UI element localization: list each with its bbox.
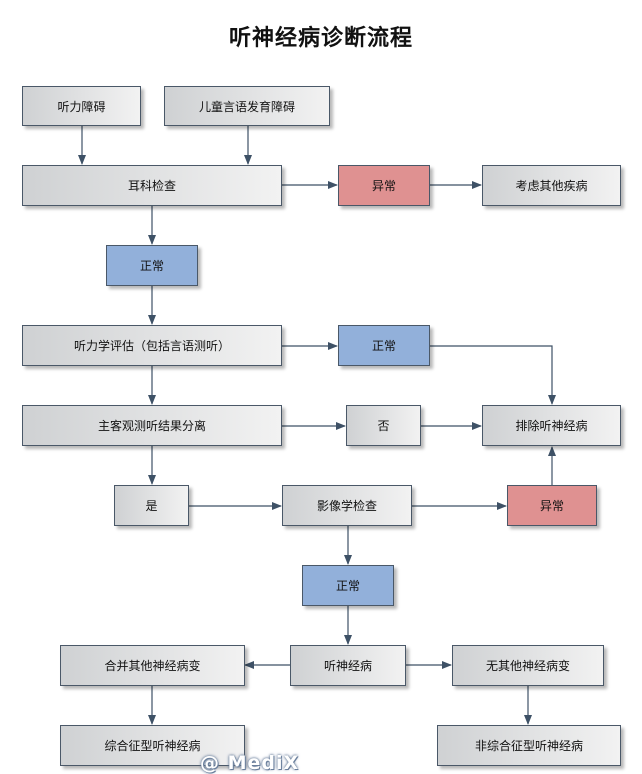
node-audiology-eval: 听力学评估（包括言语测听） — [22, 325, 282, 366]
node-normal-1: 正常 — [106, 245, 198, 286]
node-yes: 是 — [114, 485, 189, 526]
node-no: 否 — [346, 405, 421, 446]
node-ent-exam: 耳科检查 — [22, 165, 282, 206]
node-hearing-disorder: 听力障碍 — [22, 86, 141, 126]
node-normal-2: 正常 — [338, 325, 430, 366]
watermark: @ MediX — [200, 752, 300, 774]
node-without-other-neuropathy: 无其他神经病变 — [452, 645, 604, 686]
node-with-other-neuropathy: 合并其他神经病变 — [60, 645, 245, 686]
node-subj-obj-separation: 主客观测听结果分离 — [22, 405, 282, 446]
node-child-speech-disorder: 儿童言语发育障碍 — [164, 86, 330, 126]
edge-normal-to-exclude — [430, 345, 556, 405]
node-nonsyndromic-an: 非综合征型听神经病 — [437, 725, 621, 766]
node-imaging: 影像学检查 — [282, 485, 412, 526]
node-syndromic-an: 综合征型听神经病 — [60, 725, 245, 766]
node-abnormal-1: 异常 — [338, 165, 430, 206]
diagram-title: 听神经病诊断流程 — [228, 26, 413, 51]
node-exclude-an: 排除听神经病 — [482, 405, 621, 446]
node-auditory-neuropathy: 听神经病 — [290, 645, 406, 686]
node-normal-3: 正常 — [302, 565, 394, 606]
node-abnormal-2: 异常 — [507, 485, 597, 526]
node-consider-other: 考虑其他疾病 — [482, 165, 621, 206]
